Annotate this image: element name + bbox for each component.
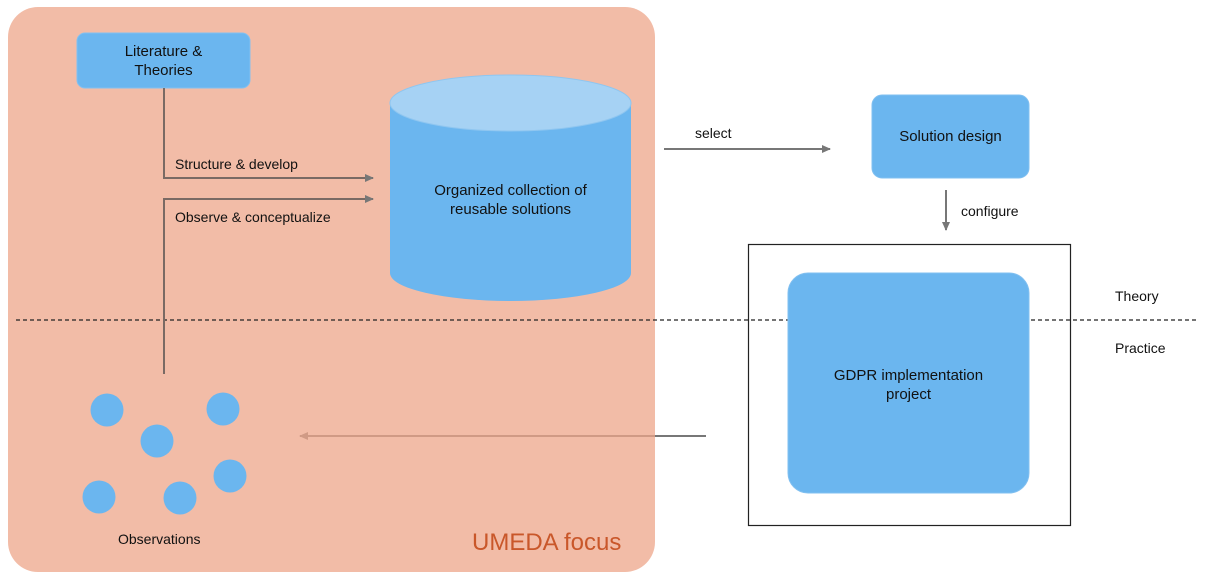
edge-label-select: select — [695, 125, 732, 141]
observation-dot — [90, 393, 124, 427]
practice-label: Practice — [1115, 340, 1166, 356]
collection-label: Organized collection of reusable solutio… — [390, 170, 631, 230]
edge-structure-develop — [163, 88, 374, 182]
solution-design-node — [871, 94, 1030, 179]
observation-dot — [163, 481, 197, 515]
literature-line1: Literature & — [124, 42, 203, 60]
solutions-collection-cylinder — [389, 74, 632, 301]
observation-dot — [82, 480, 116, 514]
solution-design-label: Solution design — [872, 95, 1029, 178]
observations-label: Observations — [118, 531, 201, 547]
literature-line2: Theories — [134, 61, 193, 79]
collection-line2: reusable solutions — [450, 201, 571, 218]
edge-label-configure: configure — [961, 203, 1019, 219]
observation-dot — [140, 424, 174, 458]
cylinder-body — [390, 103, 631, 301]
observation-dots — [82, 392, 247, 515]
gdpr-project-node — [787, 272, 1030, 494]
observation-dot — [206, 392, 240, 426]
umeda-focus-label: UMEDA focus — [472, 529, 622, 556]
gdpr-line2: project — [885, 386, 932, 403]
literature-theories-label: Literature & Theories — [77, 33, 250, 88]
collection-line1: Organized collection of — [434, 182, 587, 199]
gdpr-line1: GDPR implementation — [833, 367, 984, 384]
cylinder-top — [389, 74, 632, 132]
gdpr-project-label: GDPR implementation project — [788, 355, 1029, 415]
edge-observe-conceptualize — [163, 195, 374, 374]
solution-design-text: Solution design — [899, 128, 1002, 145]
edge-label-observe-conceptualize: Observe & conceptualize — [175, 209, 331, 225]
edge-label-structure-develop: Structure & develop — [175, 156, 298, 172]
project-frame — [747, 243, 1072, 527]
observation-dot — [213, 459, 247, 493]
theory-label: Theory — [1115, 288, 1159, 304]
